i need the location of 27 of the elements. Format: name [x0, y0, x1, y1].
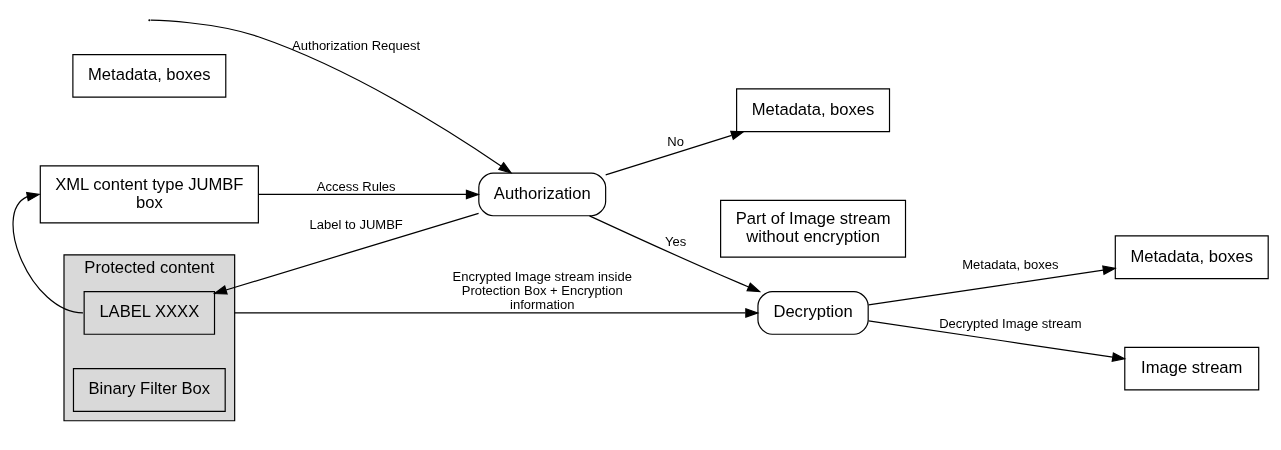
edge-label: Label to JUMBF	[309, 216, 403, 232]
node-box: Image stream	[1124, 346, 1260, 391]
node-box: LABEL XXXX	[83, 291, 216, 335]
arrow	[150, 19, 513, 174]
node-box: Metadata, boxes	[72, 53, 227, 98]
arrow	[867, 320, 1127, 362]
arrow	[258, 189, 481, 200]
arrow	[588, 215, 762, 293]
node-box: Binary Filter Box	[72, 368, 226, 412]
arrow	[212, 212, 480, 295]
arrow	[234, 307, 760, 318]
edge-label: Yes	[664, 234, 687, 250]
arrow	[605, 130, 746, 176]
edge-label: Authorization Request	[292, 37, 421, 53]
node-box: Metadata, boxes	[1114, 235, 1269, 280]
edge-label: Access Rules	[316, 178, 396, 194]
arrow	[12, 191, 84, 314]
node-box: XML content type JUMBF box	[39, 165, 259, 224]
arrow	[867, 265, 1117, 306]
edge-label: Encrypted Image stream inside Protection Box + Encryption information	[452, 268, 632, 313]
edge-label: Metadata, boxes	[962, 256, 1059, 272]
node-box: Decryption	[757, 291, 869, 335]
node-box: Metadata, boxes	[736, 88, 891, 133]
node-box: Authorization	[478, 172, 607, 217]
edge-label: No	[667, 133, 684, 149]
edge-label: Decrypted Image stream	[939, 316, 1082, 332]
node-box: Part of Image stream without encryption	[720, 199, 907, 258]
